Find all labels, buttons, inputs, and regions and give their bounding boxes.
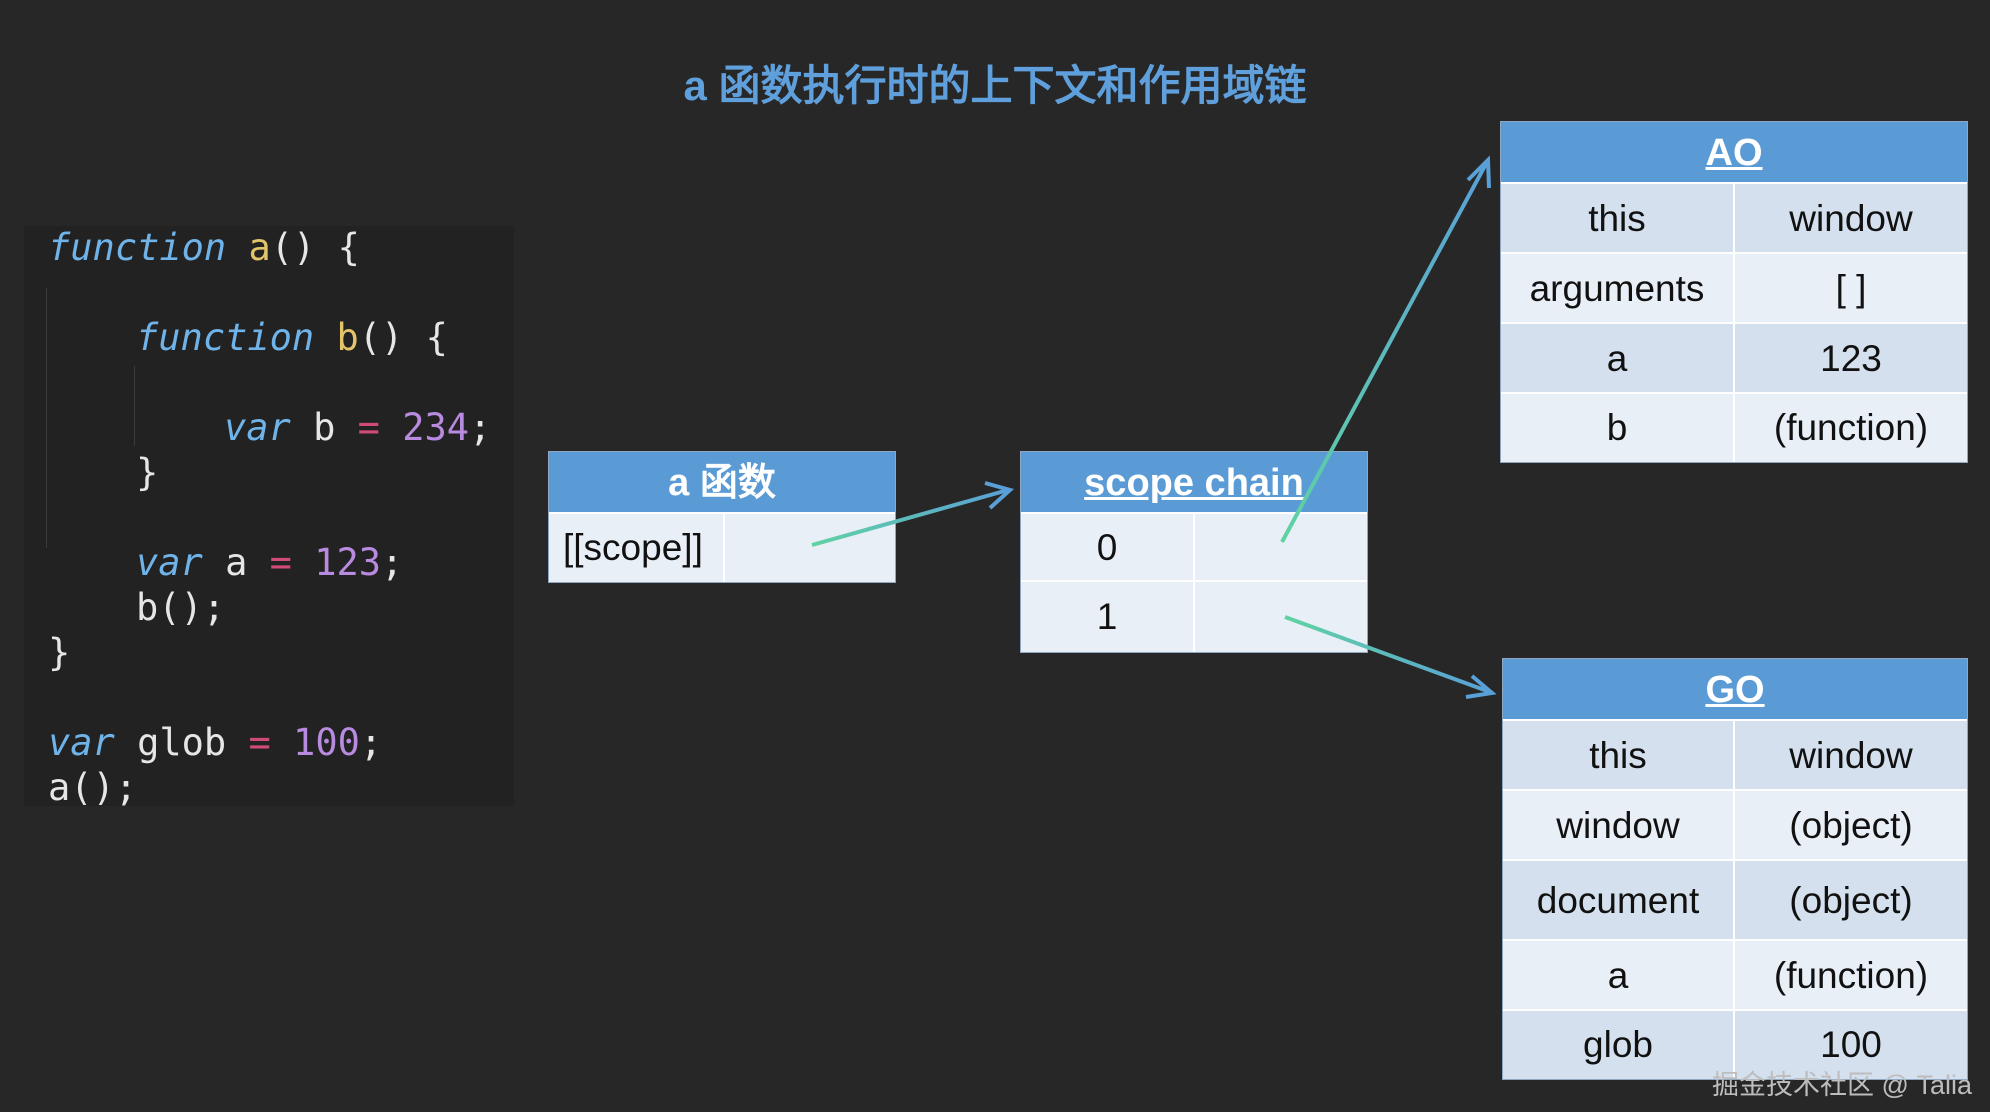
- scope-chain-header: scope chain: [1021, 452, 1367, 512]
- scope-chain-row: 1: [1021, 580, 1367, 652]
- go-row: this window: [1503, 719, 1967, 791]
- code-line: b();: [136, 586, 226, 629]
- go-value: (object): [1789, 805, 1913, 846]
- watermark: 掘金技术社区 @ Talia: [1712, 1070, 1972, 1100]
- go-row: window (object): [1503, 789, 1967, 861]
- go-table: GO this window window (object) document …: [1502, 658, 1968, 1080]
- arrow-chain1-to-go: [1284, 615, 1491, 694]
- ao-row: this window: [1501, 182, 1967, 254]
- cell-divider: [1733, 184, 1735, 254]
- code-line: var b = 234;: [224, 406, 492, 449]
- go-row: a (function): [1503, 939, 1967, 1011]
- cell-divider: [723, 514, 725, 582]
- arrowhead: [984, 481, 1015, 510]
- cell-divider: [1193, 582, 1195, 652]
- code-line: }: [136, 451, 159, 494]
- code-line: var a = 123;: [136, 541, 404, 584]
- ao-key: this: [1588, 198, 1646, 239]
- scope-chain-index: 0: [1096, 527, 1118, 568]
- indent-guide: [46, 288, 47, 548]
- cell-divider: [1733, 394, 1735, 462]
- go-key: this: [1589, 735, 1647, 776]
- go-key: glob: [1583, 1024, 1653, 1065]
- arrowhead: [1465, 674, 1497, 699]
- scope-chain-index: 1: [1096, 596, 1118, 637]
- go-row: document (object): [1503, 859, 1967, 941]
- go-key: a: [1607, 955, 1629, 996]
- ao-header: AO: [1501, 122, 1967, 182]
- code-line: function b() {: [136, 316, 448, 359]
- go-value: window: [1789, 735, 1913, 776]
- code-line: function a() {: [48, 226, 360, 269]
- ao-row: b (function): [1501, 392, 1967, 462]
- cell-divider: [1733, 721, 1735, 791]
- ao-value: 123: [1820, 338, 1882, 379]
- go-value: (object): [1789, 880, 1913, 921]
- indent-guide: [134, 366, 135, 446]
- ao-key: b: [1606, 407, 1628, 448]
- cell-divider: [1193, 514, 1195, 582]
- cell-divider: [1733, 324, 1735, 394]
- scope-chain-box: scope chain 0 1: [1020, 451, 1368, 653]
- ao-value: window: [1789, 198, 1913, 239]
- arrowhead: [1466, 155, 1491, 189]
- arrow-chain0-to-ao: [1280, 161, 1489, 543]
- ao-key: a: [1606, 338, 1628, 379]
- go-row: glob 100: [1503, 1009, 1967, 1079]
- diagram-title: a 函数执行时的上下文和作用域链: [683, 62, 1307, 109]
- a-function-box: a 函数 [[scope]]: [548, 451, 896, 583]
- scope-row: [[scope]]: [549, 512, 895, 582]
- go-key: document: [1536, 880, 1700, 921]
- go-key: window: [1556, 805, 1680, 846]
- cell-divider: [1733, 941, 1735, 1011]
- go-value: 100: [1820, 1024, 1882, 1065]
- cell-divider: [1733, 861, 1735, 941]
- scope-label: [[scope]]: [563, 527, 703, 568]
- go-header: GO: [1503, 659, 1967, 719]
- cell-divider: [1733, 1011, 1735, 1079]
- code-line: var glob = 100;: [48, 721, 383, 764]
- scope-chain-row: 0: [1021, 512, 1367, 582]
- ao-value: [ ]: [1835, 268, 1867, 309]
- cell-divider: [1733, 791, 1735, 861]
- ao-value: (function): [1773, 407, 1929, 448]
- ao-row: arguments [ ]: [1501, 252, 1967, 324]
- ao-table: AO this window arguments [ ] a 123 b (fu…: [1500, 121, 1968, 463]
- cell-divider: [1733, 254, 1735, 324]
- ao-row: a 123: [1501, 322, 1967, 394]
- ao-key: arguments: [1529, 268, 1705, 309]
- a-function-header: a 函数: [549, 452, 895, 512]
- go-value: (function): [1773, 955, 1929, 996]
- arrow-scope-to-chain: [811, 488, 1009, 547]
- code-panel: function a() { function b() { var b = 23…: [24, 226, 514, 809]
- code-line: a();: [48, 766, 138, 809]
- code-line: }: [48, 631, 71, 674]
